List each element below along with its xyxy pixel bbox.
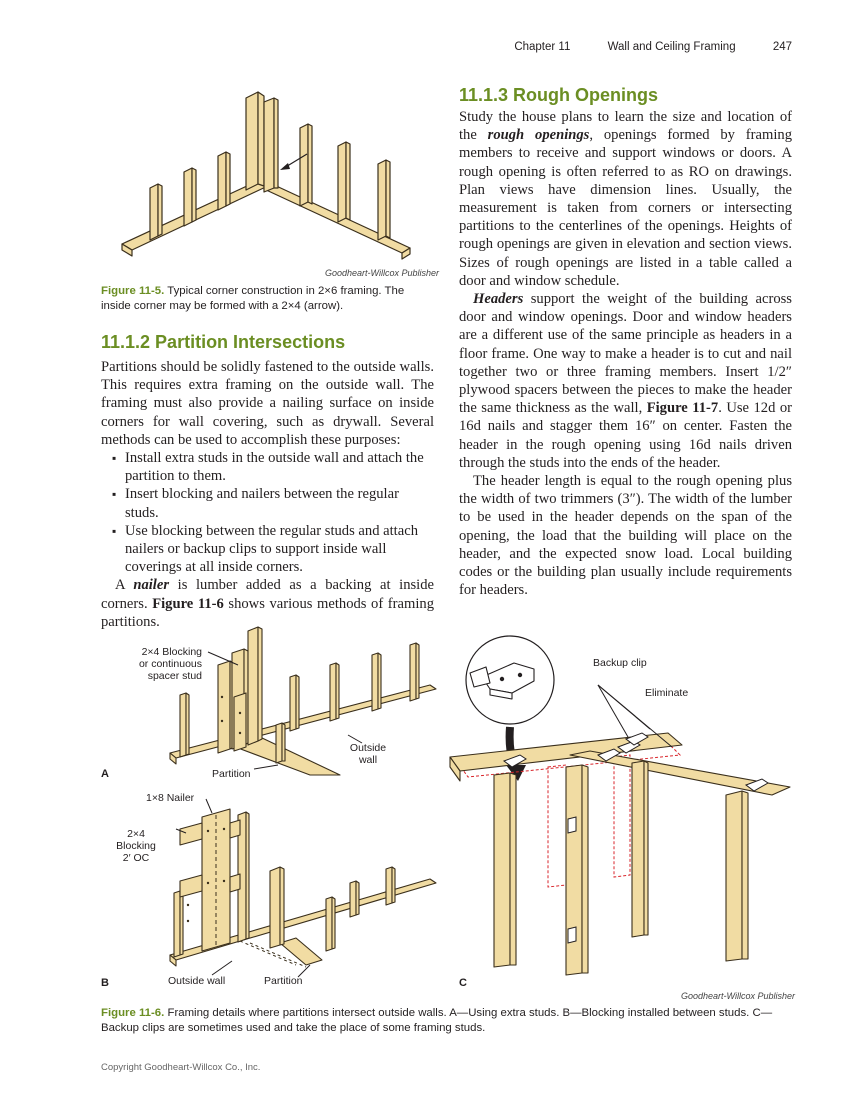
- figure-11-5-text: Typical corner construction in 2×6 frami…: [101, 285, 405, 312]
- blocking-2oc-label: 2×4 Blocking 2′ OC: [112, 828, 160, 864]
- section-11-1-2-heading: 11.1.2 Partition Intersections: [101, 332, 346, 352]
- outside-wall-line-1: Outside: [349, 742, 387, 754]
- figure-11-6-credit: Goodheart-Willcox Publisher: [681, 991, 795, 1001]
- figure-11-6-caption: Figure 11-6. Framing details where parti…: [101, 1006, 793, 1036]
- list-item: Insert blocking and nailers between the …: [101, 485, 434, 521]
- blocking-label-line-1: 2×4 Blocking: [141, 646, 202, 658]
- partition-label-a: Partition: [212, 768, 251, 780]
- blocking-2oc-line-1: 2×4: [127, 828, 145, 840]
- blocking-2oc-line-3: 2′ OC: [122, 852, 150, 864]
- section-11-1-2-intro: Partitions should be solidly fastened to…: [101, 359, 434, 448]
- blocking-2oc-line-2: Blocking: [116, 840, 156, 852]
- figure-11-5-credit: Goodheart-Willcox Publisher: [325, 268, 439, 278]
- partition-label-b: Partition: [264, 975, 303, 987]
- eliminate-label: Eliminate: [645, 687, 689, 699]
- outside-wall-line-2: wall: [358, 754, 378, 766]
- figure-11-5-caption: Figure 11-5. Typical corner construction…: [101, 284, 433, 314]
- figure-11-6-panel-a-illustration: [169, 626, 437, 776]
- figure-11-6-label: Figure 11-6.: [101, 1007, 165, 1019]
- section-11-1-2-body: Partitions should be solidly fastened to…: [101, 358, 434, 631]
- rough-openings-paragraph: Study the house plans to learn the size …: [459, 108, 792, 290]
- nailer-paragraph: A nailer is lumber added as a backing at…: [101, 576, 434, 631]
- panel-c-letter: C: [459, 977, 467, 989]
- figure-11-6-panel-b-illustration: [169, 798, 437, 978]
- figure-11-5-illustration: [121, 91, 411, 260]
- p2-mid: support the weight of the building acros…: [459, 291, 792, 417]
- nailer-post: is lumber added as a backing at inside c…: [101, 577, 434, 612]
- figure-11-5-label: Figure 11-5.: [101, 285, 165, 297]
- chapter-number: Chapter 11: [514, 41, 571, 53]
- backup-clip-label: Backup clip: [593, 657, 647, 669]
- outside-wall-label-b: Outside wall: [168, 975, 226, 987]
- running-head: Chapter 11 Wall and Ceiling Framing 247: [514, 41, 792, 53]
- p1-post: , openings formed by framing members to …: [459, 127, 792, 289]
- headers-term: Headers: [473, 291, 524, 308]
- figure-11-6-panel-c-illustration: [449, 635, 791, 976]
- header-length-paragraph: The header length is equal to the rough …: [459, 473, 792, 599]
- panel-a-letter: A: [101, 768, 109, 780]
- p2-post: . Use 12d or 16d nails and stagger them …: [459, 400, 793, 471]
- fig-ref-post: shows various methods of framing partiti…: [101, 595, 434, 630]
- page-number: 247: [772, 41, 792, 53]
- nailer-pre: A: [115, 577, 134, 594]
- chapter-title: Wall and Ceiling Framing: [607, 41, 736, 53]
- figure-11-6-text: Framing details where partitions interse…: [101, 1007, 773, 1034]
- outside-wall-label-a: Outside wall: [344, 742, 392, 766]
- section-11-1-3-heading: 11.1.3 Rough Openings: [459, 85, 659, 105]
- method-list: Install extra studs in the outside wall …: [101, 449, 434, 576]
- headers-paragraph: Headers support the weight of the buildi…: [459, 290, 792, 472]
- panel-b-letter: B: [101, 977, 109, 989]
- blocking-label-line-3: spacer stud: [147, 670, 202, 682]
- list-item: Use blocking between the regular studs a…: [101, 522, 434, 577]
- nailer-label: 1×8 Nailer: [146, 792, 195, 804]
- rough-openings-term: rough openings: [487, 127, 590, 144]
- section-11-1-3-body: Study the house plans to learn the size …: [459, 108, 792, 599]
- figure-11-6-ref[interactable]: Figure 11-6: [152, 595, 224, 612]
- figure-11-7-ref[interactable]: Figure 11-7: [646, 400, 719, 417]
- blocking-label-line-2: or continuous: [138, 658, 202, 670]
- copyright-footer: Copyright Goodheart-Willcox Co., Inc.: [101, 1062, 261, 1073]
- p1-pre: Study the house plans to learn the size …: [459, 109, 792, 144]
- nailer-term: nailer: [133, 577, 170, 594]
- list-item: Install extra studs in the outside wall …: [101, 449, 434, 485]
- blocking-label: 2×4 Blocking or continuous spacer stud: [134, 646, 202, 682]
